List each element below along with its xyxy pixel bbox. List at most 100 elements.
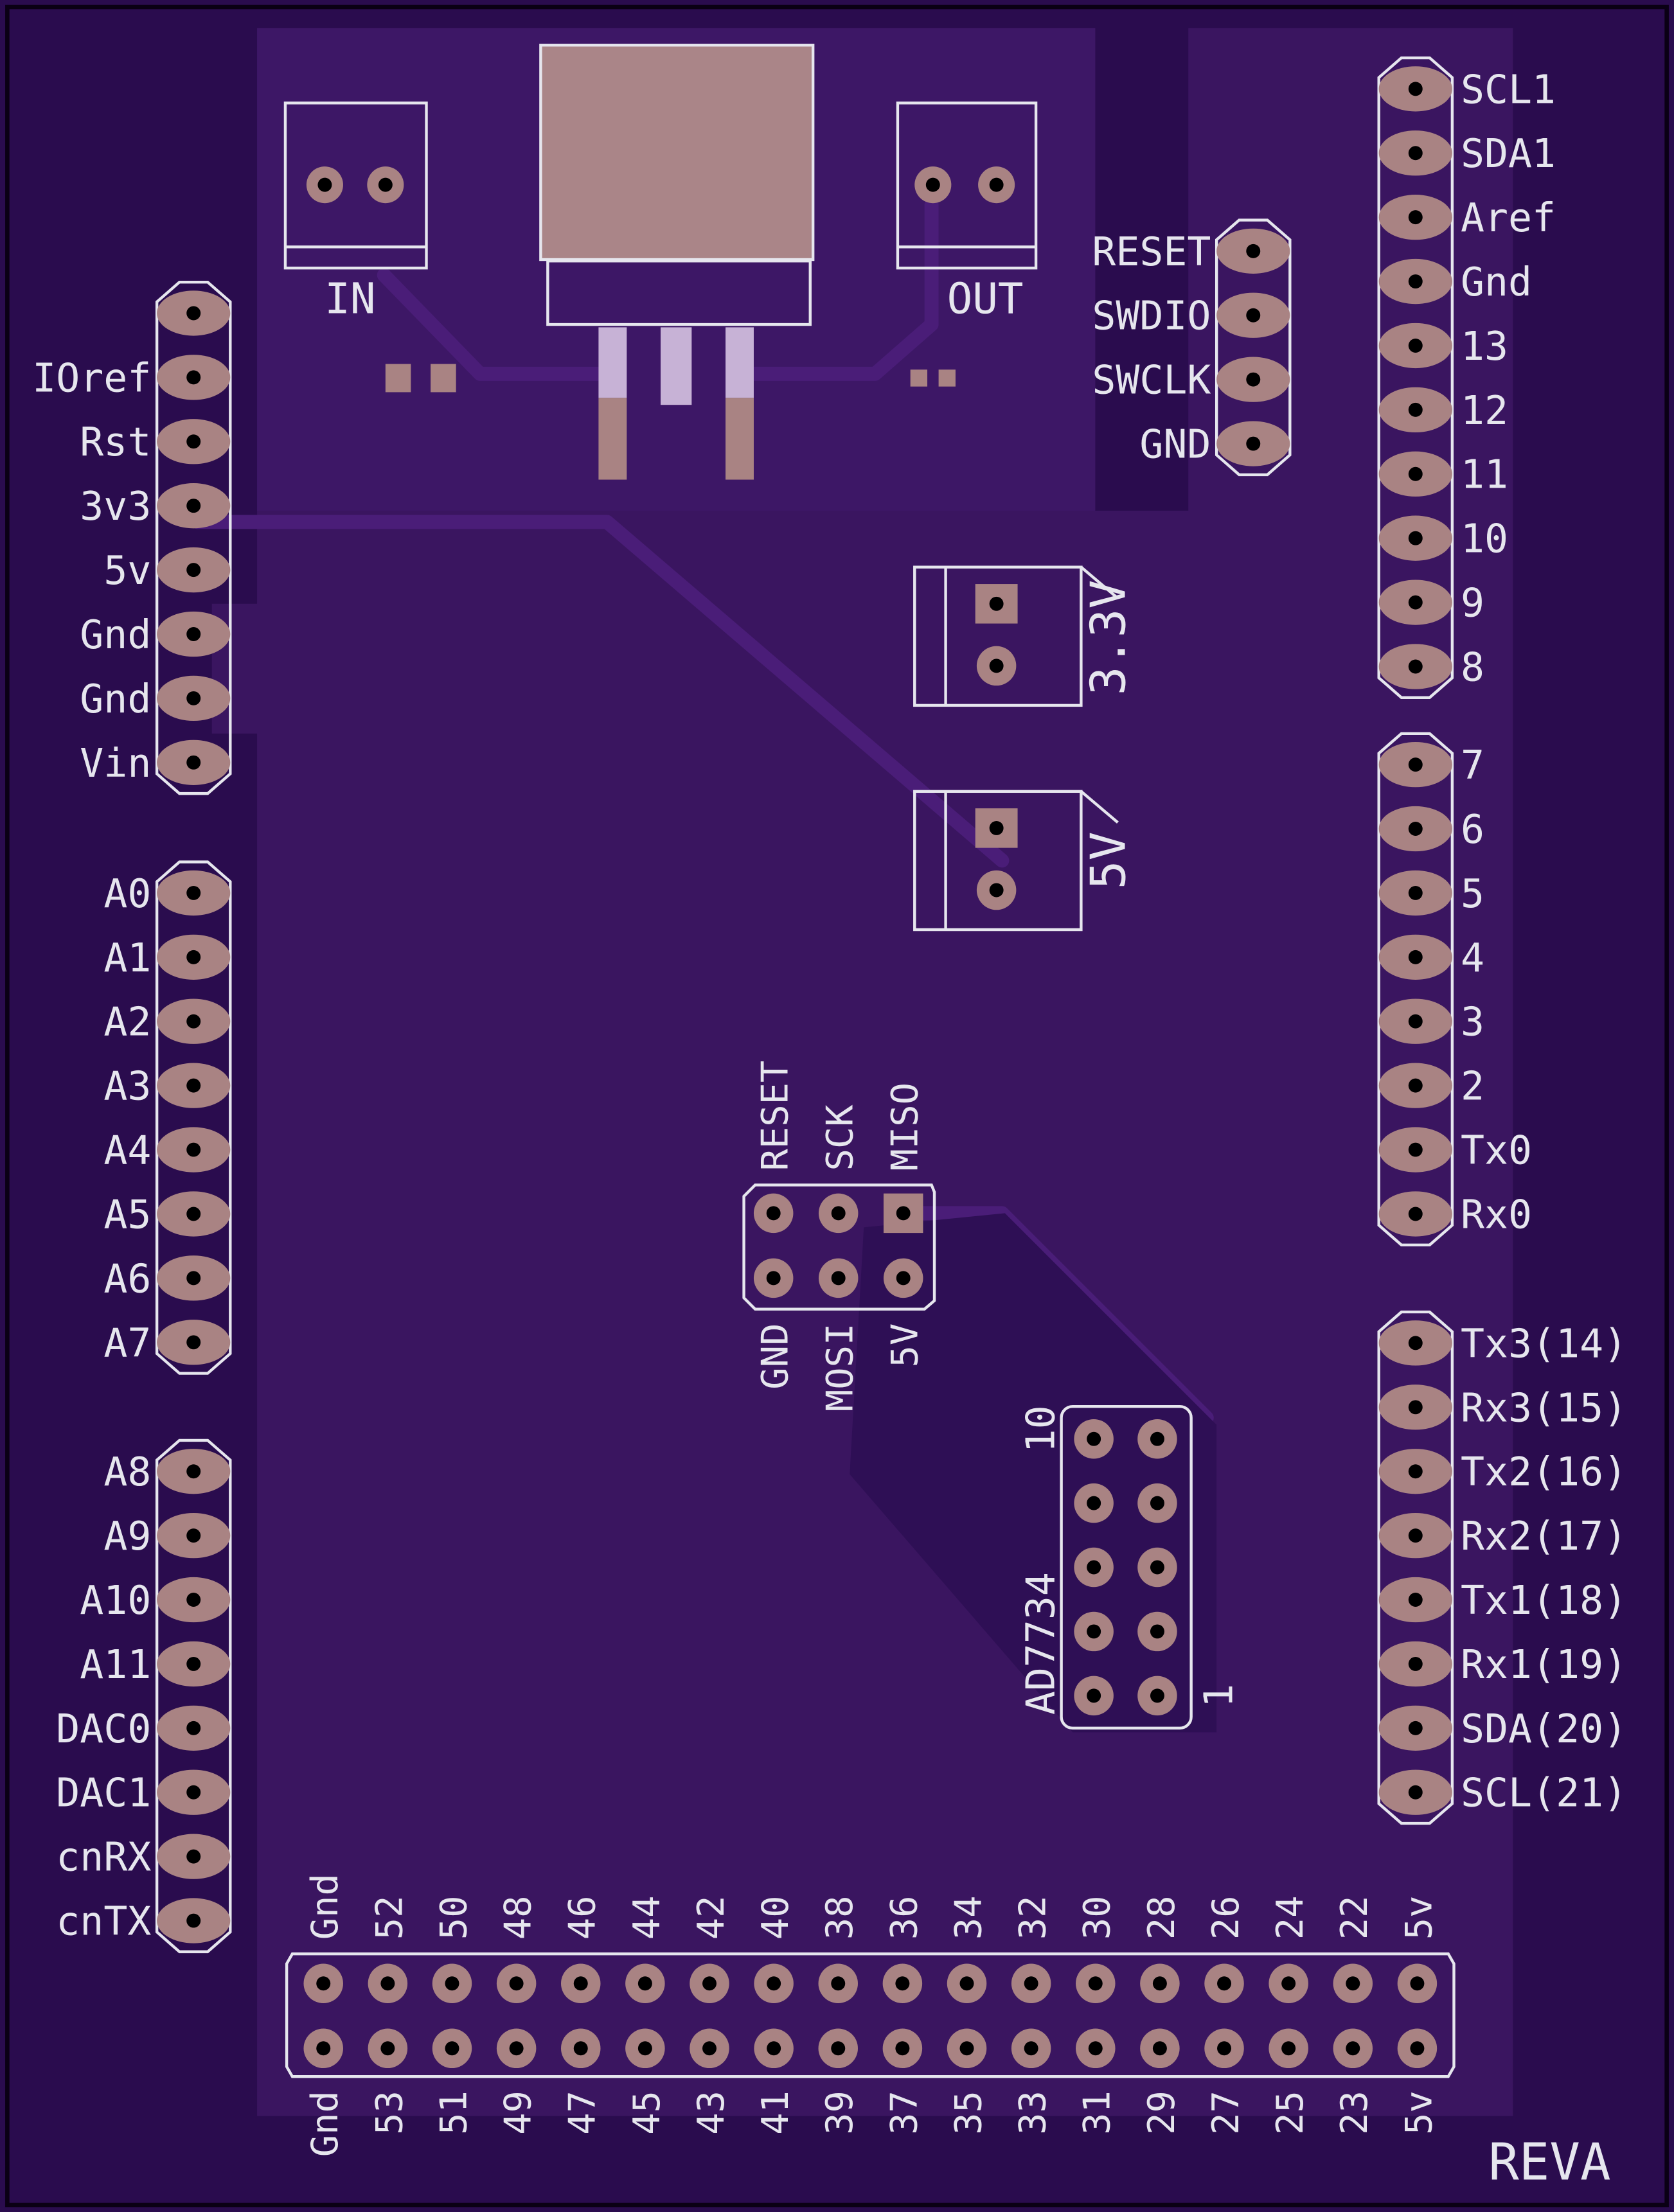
icsp-pin — [883, 1258, 923, 1298]
pin-label: SDA1 — [1461, 131, 1556, 177]
header-pin — [157, 934, 231, 980]
pin-label: DAC1 — [56, 1771, 151, 1816]
swd-pin — [1216, 292, 1290, 338]
pin-label: A5 — [103, 1192, 151, 1237]
pin-label: Rx0 — [1461, 1192, 1532, 1237]
pin-label: 42 — [690, 1895, 733, 1940]
header-pin — [157, 1898, 231, 1943]
header-pin — [1378, 1449, 1452, 1494]
pin-label: SCK — [819, 1104, 862, 1171]
pin-label: A2 — [103, 1000, 151, 1045]
pin-label: 40 — [754, 1895, 797, 1940]
voltage-regulator — [539, 44, 815, 480]
pin-label: IOref — [32, 355, 151, 401]
bottom-header-pin — [1140, 1963, 1180, 2004]
pin-label: 24 — [1269, 1895, 1312, 1940]
pin-label: A7 — [103, 1320, 151, 1366]
header-pin — [157, 547, 231, 593]
header-pin — [1378, 1577, 1452, 1623]
pin-label: 38 — [819, 1895, 861, 1940]
header-pin — [157, 1320, 231, 1365]
header-pin — [157, 419, 231, 465]
header-outline — [1377, 732, 1454, 1246]
pin-label: 12 — [1461, 388, 1508, 434]
board-outline — [5, 4, 1669, 2208]
pin-label: 33 — [1012, 2091, 1055, 2135]
bottom-header-pin — [368, 2028, 408, 2069]
pin-label: 37 — [883, 2091, 925, 2135]
pin-label: 46 — [562, 1895, 604, 1940]
pin-label: 5v — [1398, 2091, 1440, 2135]
bottom-header-pin — [754, 1963, 794, 2004]
pin-label: Aref — [1461, 195, 1556, 241]
bottom-header-outline — [285, 1952, 1456, 2078]
pin-label: A3 — [103, 1064, 151, 1110]
pin-label: Rst — [80, 420, 151, 465]
swd-pin — [1216, 421, 1290, 466]
pin-label: A9 — [103, 1514, 151, 1559]
pin-label: 27 — [1205, 2091, 1247, 2135]
pin-label: 26 — [1205, 1895, 1247, 1940]
header-outline — [1377, 1310, 1454, 1825]
icsp-pin — [818, 1258, 859, 1298]
bottom-header-pin — [947, 1963, 987, 2004]
header-pin — [1378, 387, 1452, 433]
bottom-header-pin — [496, 2028, 537, 2069]
header-outline — [155, 280, 232, 795]
pin-label: Tx1(18) — [1461, 1578, 1627, 1624]
v5-terminal-block — [913, 790, 1119, 932]
in-terminal-block — [283, 102, 428, 270]
pin-label: 52 — [368, 1895, 411, 1940]
header-pin — [157, 611, 231, 657]
pin-label: A6 — [103, 1256, 151, 1302]
bottom-header-pin — [882, 2028, 923, 2069]
header-pin — [157, 1191, 231, 1237]
header-pin — [157, 290, 231, 336]
pin-label: SWDIO — [1092, 294, 1211, 339]
pin-label: 31 — [1076, 2091, 1119, 2135]
bottom-header-pin — [1076, 1963, 1116, 2004]
header-pin — [157, 870, 231, 916]
pin-label: Tx2(16) — [1461, 1449, 1627, 1495]
pin-label: Tx0 — [1461, 1128, 1532, 1174]
header-pin — [1378, 1191, 1452, 1237]
header-pin — [1378, 258, 1452, 305]
bottom-header-pin — [1397, 1963, 1438, 2004]
header-pin — [157, 998, 231, 1044]
pin-label: RESET — [1092, 229, 1211, 275]
bottom-header-pin — [1333, 2028, 1373, 2069]
in-terminal-label: IN — [325, 274, 375, 323]
header-pin — [1378, 580, 1452, 625]
pin-label: 45 — [626, 2091, 668, 2135]
header-pin — [1378, 1063, 1452, 1108]
pin-label: Gnd — [80, 612, 151, 658]
pin-label: MISO — [884, 1083, 927, 1171]
bottom-header-pin — [818, 1963, 858, 2004]
header-pin — [1378, 934, 1452, 980]
smd-pads — [385, 364, 956, 393]
pin-label: DAC0 — [56, 1706, 151, 1752]
pin-label: 5v — [1398, 1895, 1440, 1940]
pin-label: 50 — [432, 1895, 475, 1940]
ad7734-pin10-label: 10 — [1019, 1405, 1064, 1453]
pin-label: Gnd — [1461, 260, 1532, 305]
header-pin — [157, 483, 231, 529]
bottom-header-pin — [561, 1963, 601, 2004]
bottom-header-pin — [625, 1963, 665, 2004]
ad7734-pin — [1137, 1611, 1177, 1652]
header-pin — [157, 1641, 231, 1687]
header-pin — [1378, 1127, 1452, 1172]
pin-label: 10 — [1461, 517, 1508, 562]
pin-label: 6 — [1461, 807, 1484, 853]
bottom-header-pin — [1204, 1963, 1244, 2004]
icsp-pin — [818, 1193, 859, 1234]
pin-label: 41 — [754, 2091, 797, 2135]
pin-label: 5V — [884, 1323, 927, 1368]
ad7734-pin — [1137, 1483, 1177, 1523]
out-terminal-block — [896, 102, 1038, 270]
pin-label: GND — [754, 1323, 797, 1390]
pin-label: Tx3(14) — [1461, 1321, 1627, 1367]
header-pin — [157, 1512, 231, 1559]
pin-label: 5v — [103, 548, 151, 594]
header-pin — [1378, 1705, 1452, 1751]
